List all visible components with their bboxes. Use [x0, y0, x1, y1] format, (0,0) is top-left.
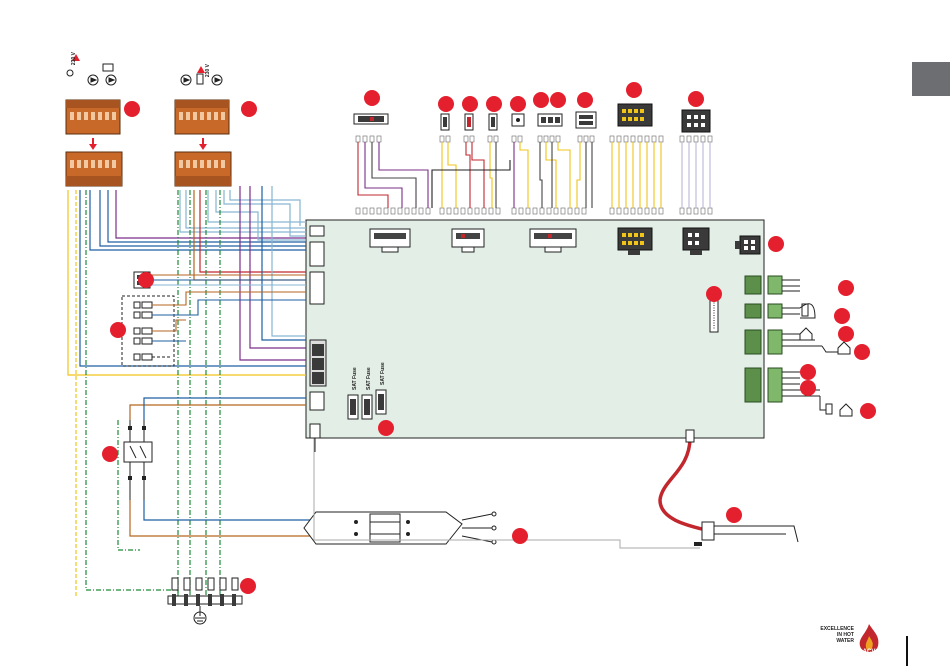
tagline-line-2: IN HOT WATER	[820, 632, 854, 644]
fuse-label-3: SAT Fuse	[380, 362, 386, 385]
main-switch	[124, 420, 152, 500]
voltage-label-1: 230 V	[71, 51, 77, 65]
fuse-1	[348, 395, 358, 419]
top-connector-7	[576, 112, 596, 128]
connector-block-2-top	[175, 100, 229, 134]
plug-arrow-1	[89, 138, 97, 150]
brand-tagline: EXCELLENCE IN HOT WATER	[820, 626, 854, 644]
top-connector-3	[465, 114, 473, 130]
top-pin-strips	[356, 136, 712, 214]
board-ground-tab	[310, 424, 320, 452]
top-connector-9	[682, 110, 710, 132]
wires-top-group-4	[612, 142, 661, 208]
board-terminals-right-plugs	[768, 276, 782, 402]
top-connector-2	[441, 114, 449, 130]
small-connector-wires	[150, 275, 306, 285]
fuse-2	[362, 395, 372, 419]
fuse-3	[376, 390, 386, 414]
wires-left-block-1	[68, 190, 306, 598]
page-tab	[912, 62, 950, 96]
ground-icon	[194, 606, 206, 624]
mains-output-lines	[462, 512, 496, 544]
top-connector-8	[618, 104, 652, 126]
option-wires	[152, 292, 306, 357]
device-icons-1	[67, 64, 116, 85]
connector-block-2-bottom	[175, 152, 231, 186]
top-connector-4	[489, 114, 497, 130]
top-connector-1	[354, 114, 388, 124]
wires-left-block-2	[178, 186, 306, 600]
option-terminals	[134, 302, 152, 360]
device-icons-2	[181, 74, 222, 85]
board-relay-block	[312, 344, 324, 384]
wires-top-group-2	[432, 142, 510, 208]
plug-arrow-2	[199, 138, 207, 150]
connector-block-1-top	[66, 100, 120, 134]
fuse-label-1: SAT Fuse	[352, 367, 358, 390]
warning-icon	[197, 66, 205, 73]
acv-brand: EXCELLENCE IN HOT WATER ACV	[820, 622, 890, 662]
switch-wires	[118, 398, 310, 550]
wires-top-group-3	[514, 142, 592, 208]
wires-top-group-1	[358, 142, 428, 208]
mains-terminal-block	[304, 512, 462, 544]
voltage-label-2: 230 V	[205, 63, 211, 77]
top-connector-5	[512, 114, 524, 126]
board-pin-header	[710, 298, 718, 332]
fuse-label-2: SAT Fuse	[366, 367, 372, 390]
sensor-symbols	[782, 280, 852, 416]
logo-text: ACV	[863, 649, 876, 655]
wires-top-group-5	[682, 142, 710, 208]
ground-terminal-strip	[168, 578, 242, 606]
page-rule	[906, 636, 908, 666]
top-connector-6	[538, 114, 562, 126]
connector-block-1-bottom	[66, 152, 122, 186]
acv-logo-icon: ACV	[856, 622, 882, 656]
